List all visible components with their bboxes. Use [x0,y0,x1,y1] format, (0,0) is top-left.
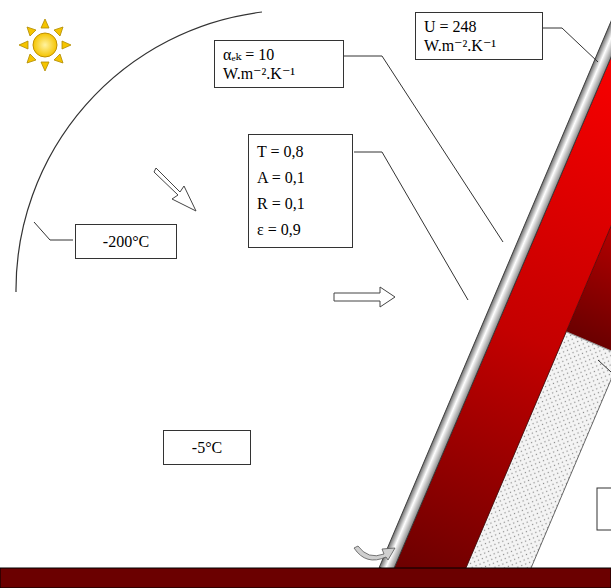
radiation-arrow [334,287,395,307]
leader-line [344,56,503,242]
value-box: αₑₖ = 10 W.m⁻².K⁻¹ [214,40,344,88]
value-box: U = 248 W.m⁻².K⁻¹ [415,12,543,60]
temperature-box: -5°C [163,430,251,465]
node-text: A = 0,1 [257,165,344,191]
convection-arrow [354,546,395,560]
property-box: T = 0,8A = 0,1R = 0,1ε = 0,9 [248,134,353,248]
leader-line [34,222,73,240]
solar-collector [379,15,611,588]
node-text: -200°C [84,232,168,251]
sun-symbol [19,19,71,71]
node-text: R = 0,1 [257,191,344,217]
temperature-box: -200°C [75,224,177,259]
node-text: αₑₖ = 10 W.m⁻².K⁻¹ [223,45,335,83]
node-text: ε = 0,9 [257,217,344,243]
node-text: T = 0,8 [257,139,344,165]
leader-line [543,28,598,62]
cut-off-box [597,488,611,530]
node-text: -5°C [172,438,242,457]
radiation-arrow [154,168,196,211]
leader-line [598,360,611,372]
leader-line [354,152,468,300]
node-text: U = 248 W.m⁻².K⁻¹ [424,17,534,55]
ground-bar [0,568,611,588]
